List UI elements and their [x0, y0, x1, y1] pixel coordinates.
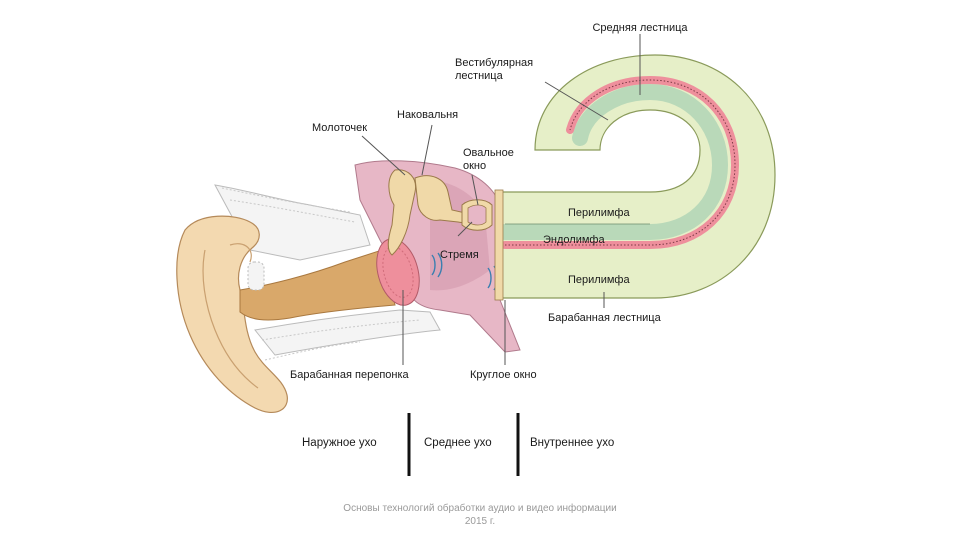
section-outer-ear: Наружное ухо — [302, 437, 377, 449]
footer: Основы технологий обработки аудио и виде… — [0, 502, 960, 528]
label-vestibular-1: Вестибулярная — [455, 57, 533, 69]
label-vestibular-2: лестница — [455, 70, 504, 82]
label-incus: Наковальня — [397, 109, 458, 121]
label-eardrum: Барабанная перепонка — [290, 369, 410, 381]
footer-line-1: Основы технологий обработки аудио и виде… — [343, 503, 617, 514]
section-legend: Наружное ухо Среднее ухо Внутреннее ухо — [302, 413, 614, 476]
outer-ear — [176, 184, 441, 413]
section-middle-ear: Среднее ухо — [424, 437, 492, 449]
label-tympanic-scala: Барабанная лестница — [548, 312, 662, 324]
label-oval-1: Овальное — [463, 147, 514, 159]
footer-line-2: 2015 г. — [464, 516, 496, 527]
label-oval-2: окно — [463, 160, 486, 172]
label-perilymph-bottom: Перилимфа — [568, 274, 630, 286]
section-inner-ear: Внутреннее ухо — [530, 437, 614, 449]
label-middle-scala: Средняя лестница — [592, 22, 688, 34]
middle-ear — [354, 160, 521, 353]
cochlea — [494, 54, 776, 301]
label-stapes: Стремя — [440, 249, 479, 261]
leader-lines — [361, 34, 641, 365]
labels: Средняя лестница Вестибулярная лестница … — [290, 22, 688, 381]
label-endolymph: Эндолимфа — [543, 234, 605, 246]
label-round-window: Круглое окно — [470, 369, 537, 381]
label-malleus: Молоточек — [312, 122, 367, 134]
label-perilymph-top: Перилимфа — [568, 207, 630, 219]
